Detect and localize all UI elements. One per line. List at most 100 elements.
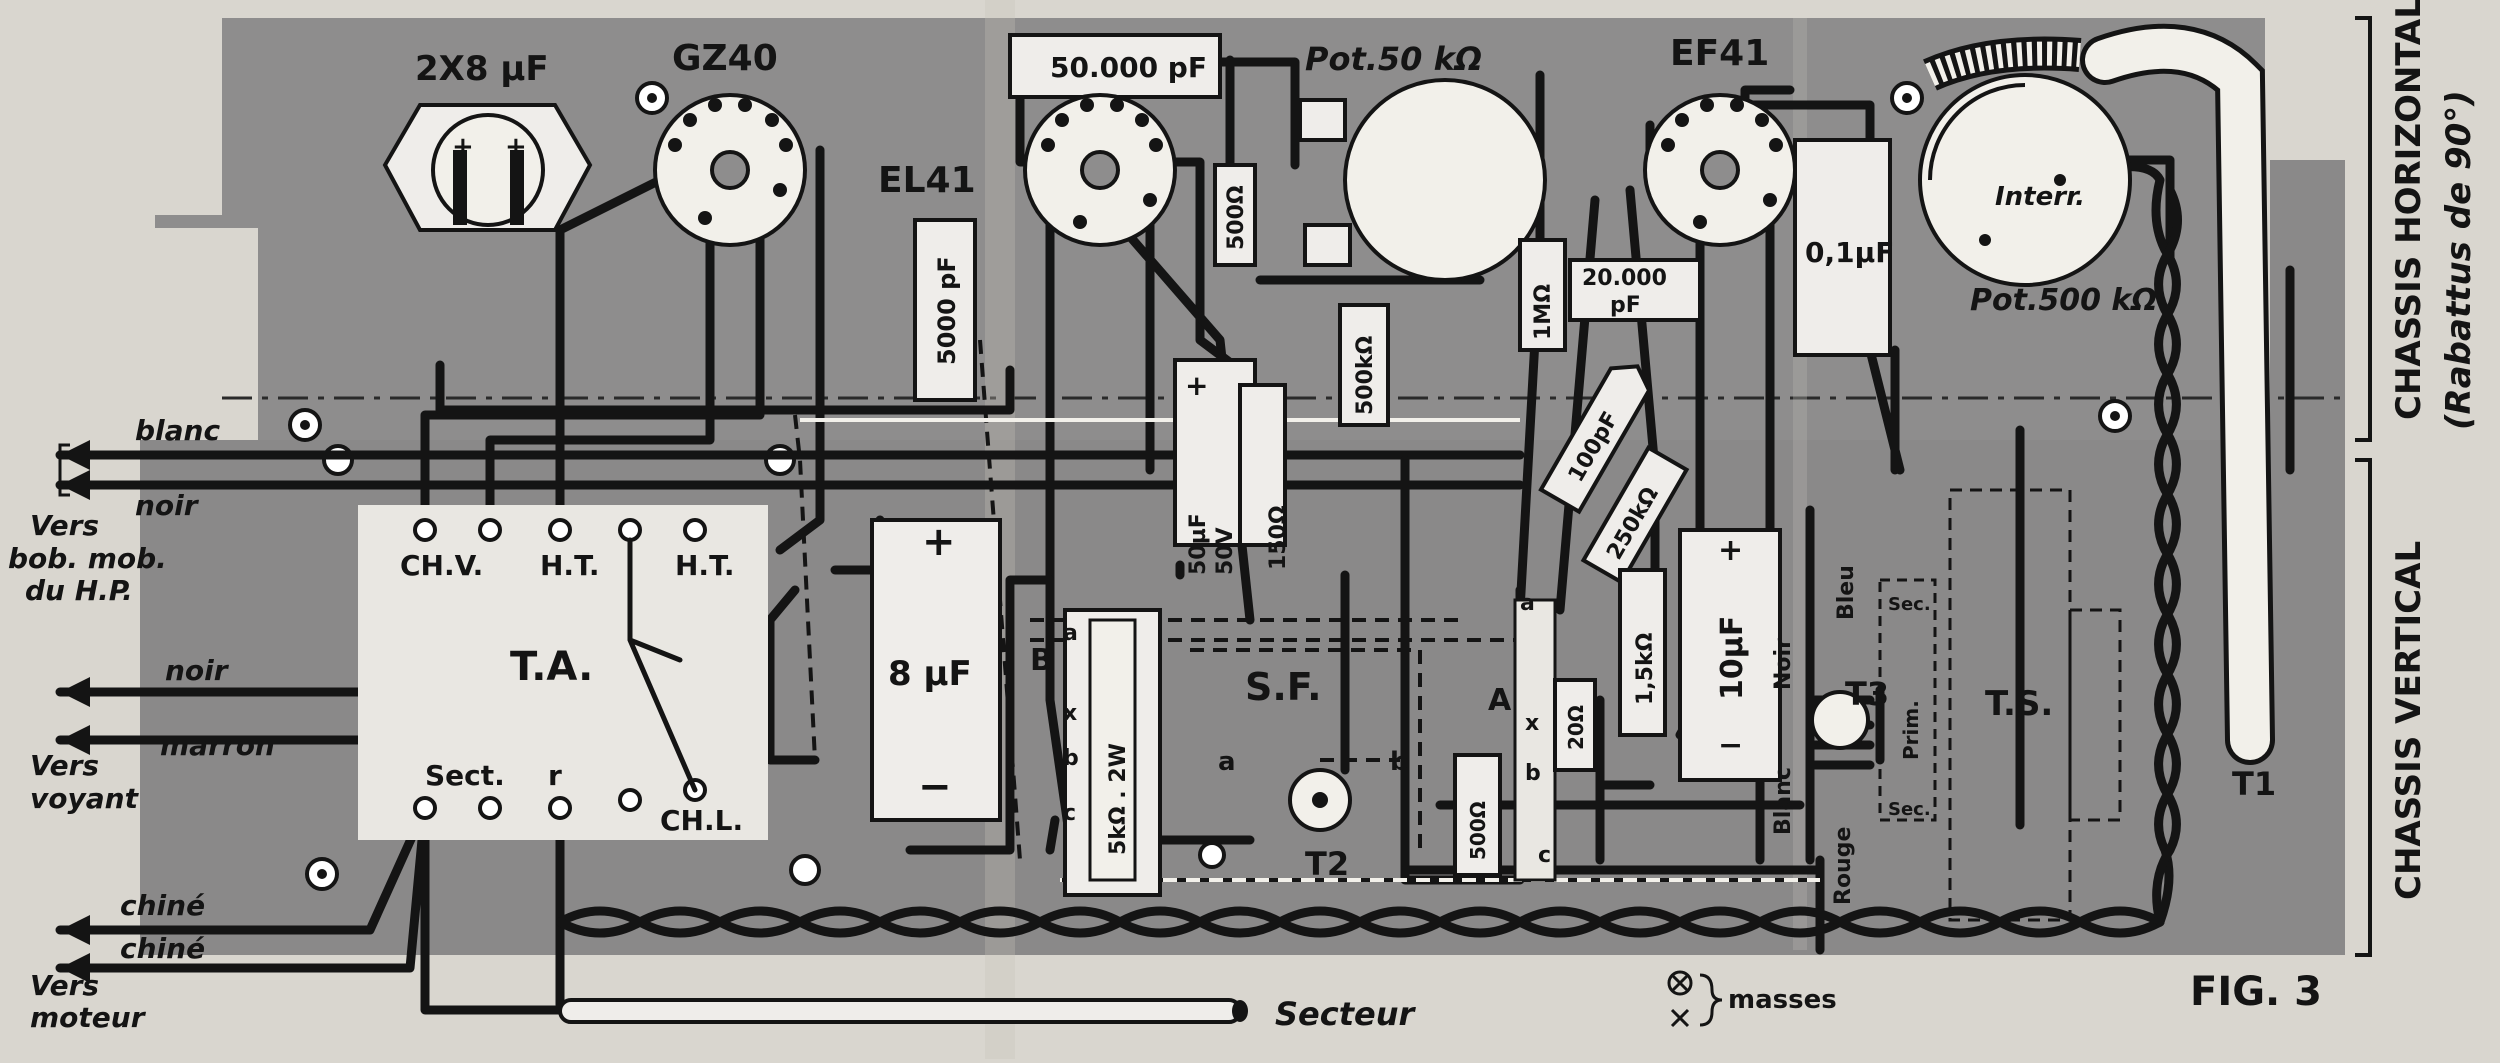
- wire-arrows: [60, 440, 90, 983]
- tube-socket-ef41: [1643, 93, 1797, 247]
- potentiometer-50k: [1298, 78, 1547, 282]
- interr-label: Interr.: [1995, 182, 2085, 212]
- wire-blanc-2: Blanc: [1771, 767, 1796, 835]
- transformer-t3: [1810, 578, 1937, 822]
- ta-ht1-label: H.T.: [540, 549, 600, 582]
- vers-hp-1: Vers: [30, 509, 99, 542]
- board-a-x: x: [1525, 711, 1539, 736]
- tag-board-a: [1513, 598, 1557, 882]
- cap-10u-minus: −: [1718, 728, 1743, 763]
- cap-5000-label: 5000 pF: [933, 256, 961, 365]
- gz40-label: GZ40: [672, 38, 778, 79]
- res-500-label: 500Ω: [1224, 185, 1249, 250]
- t3-sec2: Sec.: [1888, 799, 1931, 820]
- twisted-cable: [555, 162, 2182, 938]
- board-b-a: a: [1063, 621, 1078, 646]
- vers-hp-3: du H.P.: [25, 574, 133, 607]
- cap-50u-label-b: 50V: [1213, 527, 1238, 575]
- t3-label: T3: [1845, 675, 1889, 713]
- res-150-label: 150Ω: [1266, 505, 1291, 570]
- cap-10u-plus: +: [1718, 533, 1743, 568]
- transformer-ts: [1948, 488, 2122, 922]
- figure-label: FIG. 3: [2190, 969, 2322, 1015]
- sf-b-label: b: [1390, 747, 1409, 777]
- cap-2x8-plus-a: +: [452, 132, 474, 162]
- ta-sect-label: Sect.: [425, 759, 505, 792]
- wire-marron: marron: [160, 729, 275, 762]
- board-b-x: x: [1063, 701, 1077, 726]
- wire-secteur: Secteur: [1275, 995, 1417, 1033]
- board-a-a: a: [1520, 591, 1535, 616]
- sf-label: S.F.: [1245, 665, 1322, 709]
- board-b-label: B: [1030, 643, 1053, 678]
- tag-board-b: [1063, 608, 1162, 897]
- potentiometer-500k-switch: [1918, 73, 2132, 287]
- cap-20000-label-b: pF: [1610, 293, 1641, 318]
- capacitor-0-1uf: [1793, 138, 1892, 357]
- vers-moteur-2: moteur: [30, 1001, 147, 1034]
- wire-noir-1: noir: [135, 489, 200, 522]
- cap-8u-minus: −: [918, 764, 952, 810]
- wire-chine-1: chiné: [120, 889, 205, 922]
- cap-8u-plus: +: [922, 519, 956, 565]
- resistor-150-ohm: [1238, 383, 1287, 547]
- vers-voyant-1: Vers: [30, 749, 99, 782]
- board-a-b: b: [1525, 761, 1541, 786]
- wire-bleu: Bleu: [1834, 565, 1859, 620]
- resistor-500-ohm: [1213, 163, 1257, 267]
- wire-noir-2: noir: [165, 654, 230, 687]
- res-20-label: 20Ω: [1564, 705, 1588, 750]
- board-a-c: c: [1538, 843, 1551, 868]
- wire-chine-2: chiné: [120, 932, 205, 965]
- wire-blanc: blanc: [135, 414, 220, 447]
- chassis-horizontal-label: CHASSIS HORIZONTAL: [2389, 0, 2429, 420]
- cap-50u-plus: +: [1185, 369, 1208, 402]
- res-500b-label: 500Ω: [1466, 801, 1490, 860]
- vers-voyant-2: voyant: [30, 782, 140, 815]
- ta-chv-label: CH.V.: [400, 549, 483, 582]
- cap-50u-label-a: 50µF: [1186, 513, 1211, 575]
- cap-2x8-label: 2X8 µF: [415, 49, 549, 89]
- ts-label: T.S.: [1985, 684, 2053, 724]
- mounting-screws: [288, 81, 2132, 891]
- capacitor-2x8uf: + +: [382, 103, 593, 232]
- pot-500k-label: Pot.500 kΩ: [1970, 283, 2157, 318]
- cap-01-label: 0,1µF: [1805, 236, 1894, 269]
- resistor-1-5k: [1618, 568, 1667, 737]
- board-b-c: c: [1063, 801, 1076, 826]
- board-a-label: A: [1488, 683, 1512, 718]
- resistor-500-ohm-b: [1453, 753, 1502, 877]
- tube-socket-el41: [1023, 93, 1177, 247]
- board-b-b: b: [1063, 746, 1079, 771]
- t3-prim: Prim.: [1899, 700, 1923, 760]
- el41-label: EL41: [878, 160, 976, 201]
- capacitor-20000pf: [1568, 258, 1702, 322]
- cap-50000-label: 50.000 pF: [1050, 51, 1207, 84]
- resistor-1m: [1518, 238, 1567, 352]
- ta-r-label: r: [548, 759, 562, 792]
- cap-20000-label-a: 20.000: [1582, 266, 1667, 291]
- resistor-500k: [1338, 303, 1390, 427]
- res-1m-label: 1MΩ: [1531, 284, 1556, 340]
- cap-8u-label: 8 µF: [888, 654, 972, 694]
- resistor-250k: 250kΩ: [1580, 444, 1690, 586]
- chassis-vertical-label: CHASSIS VERTICAL: [2389, 541, 2429, 900]
- t2-pot: [1288, 768, 1352, 832]
- res-1-5k-label: 1,5kΩ: [1633, 632, 1658, 705]
- capacitor-5000pf: [913, 218, 977, 402]
- ta-name: T.A.: [510, 644, 593, 690]
- capacitor-10uf: [1678, 528, 1782, 782]
- ef41-label: EF41: [1670, 33, 1769, 74]
- pot-50k-label: Pot.50 kΩ: [1305, 40, 1482, 78]
- tube-socket-gz40: [653, 93, 807, 247]
- wire-rouge: Rouge: [1831, 827, 1856, 905]
- ta-ht2-label: H.T.: [675, 549, 735, 582]
- sf-a-label: a: [1218, 747, 1236, 777]
- t2-label: T2: [1305, 845, 1349, 883]
- capacitor-8uf: [870, 518, 1002, 822]
- legend-masses-label: masses: [1728, 985, 1837, 1015]
- chassis-brackets: [2355, 16, 2372, 957]
- cap-2x8-plus-b: +: [505, 132, 527, 162]
- resistor-20-ohm: [1553, 678, 1597, 772]
